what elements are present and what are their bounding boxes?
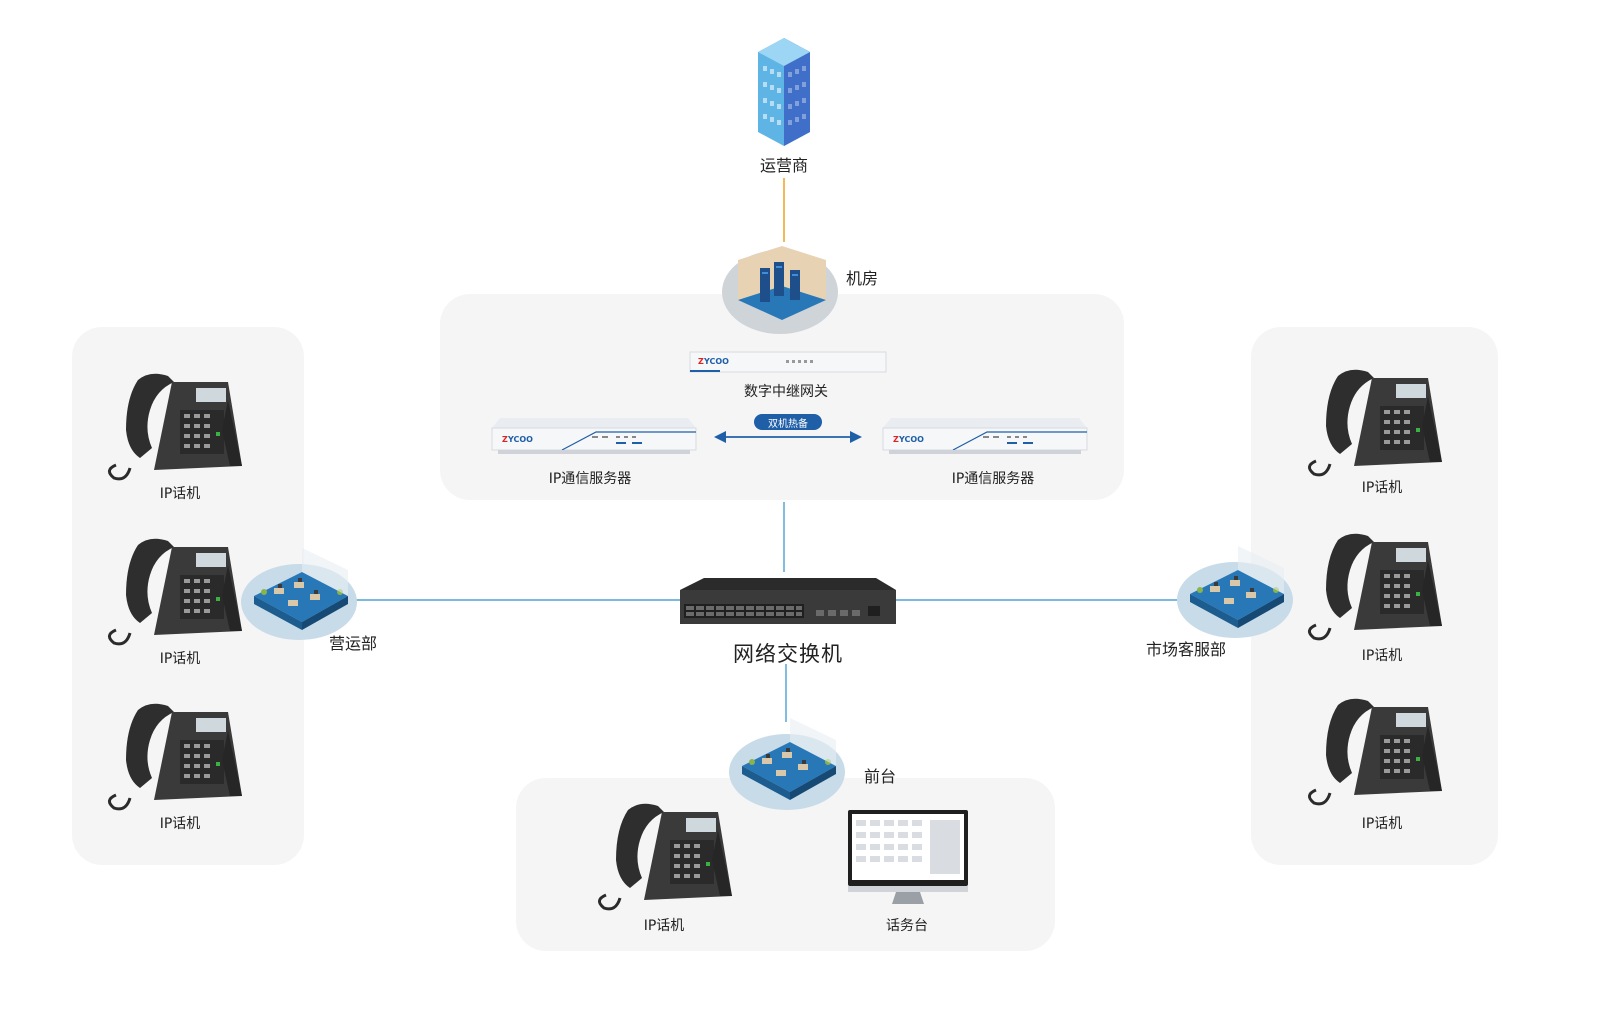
svg-text:YCOO: YCOO <box>703 357 729 366</box>
front-office-icon <box>729 718 845 810</box>
phone-label-bottom: IP话机 <box>643 918 685 934</box>
phone-label-right-3: IP话机 <box>1361 816 1403 832</box>
phone-label-left-2: IP话机 <box>159 651 201 667</box>
phone-label-left-1: IP话机 <box>159 486 201 502</box>
phone-label-right-1: IP话机 <box>1361 480 1403 496</box>
server-device-right <box>882 417 1088 455</box>
front-dept-label: 前台 <box>864 767 897 786</box>
carrier-label: 运营商 <box>759 156 809 175</box>
hot-standby-badge <box>754 414 822 430</box>
hot-standby-label: 双机热备 <box>768 419 808 430</box>
phone-label-left-3: IP话机 <box>159 816 201 832</box>
console-label: 话务台 <box>886 918 928 934</box>
switch-label: 网络交换机 <box>733 642 843 666</box>
svg-text:Z: Z <box>698 357 704 366</box>
market-dept-label: 市场客服部 <box>1145 640 1227 659</box>
hot-standby-arrow <box>714 414 862 443</box>
switch-device <box>680 578 896 624</box>
server-label-right: IP通信服务器 <box>951 471 1035 487</box>
machine-room-icon <box>722 246 838 334</box>
monitor-icon <box>848 810 968 904</box>
server-device-left <box>491 417 697 455</box>
machine-room-label: 机房 <box>846 269 879 288</box>
server-label-left: IP通信服务器 <box>548 471 632 487</box>
ops-dept-label: 营运部 <box>328 634 378 653</box>
phone-label-right-2: IP话机 <box>1361 648 1403 664</box>
gateway-device: Z YCOO <box>689 351 887 373</box>
gateway-label: 数字中继网关 <box>744 384 828 400</box>
building-icon <box>758 38 810 146</box>
